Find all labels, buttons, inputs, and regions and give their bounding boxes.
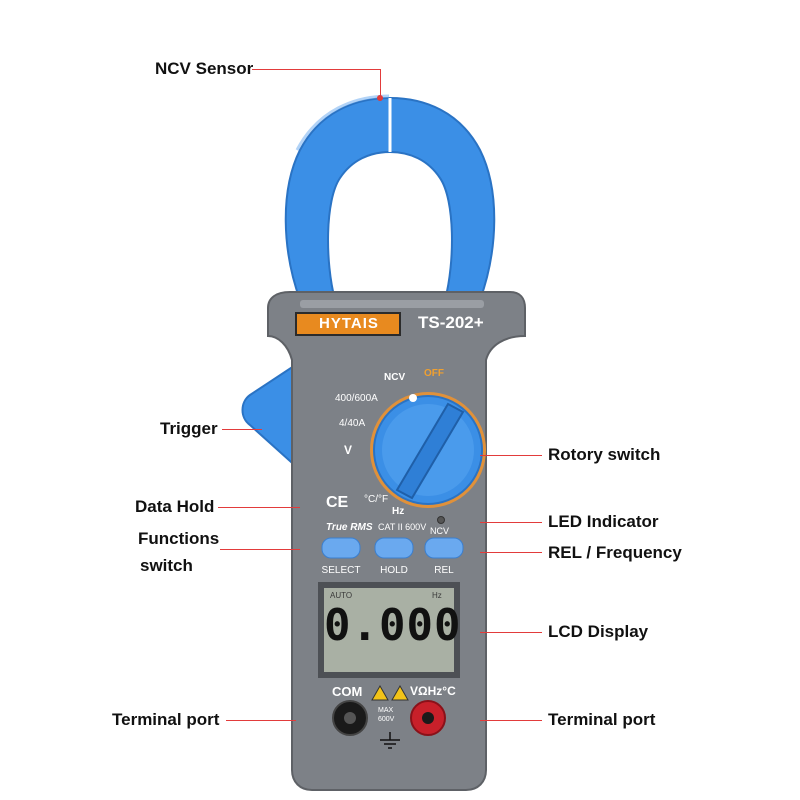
data-hold-label: Data Hold [135, 497, 215, 516]
brand-name: HYTAIS [319, 315, 379, 332]
terminal-port-right-label: Terminal port [548, 710, 656, 729]
com-label: COM [332, 684, 363, 699]
model-name: TS-202+ [418, 313, 484, 332]
rel-button-shape [424, 537, 464, 559]
ncv-led-label: NCV [430, 526, 450, 536]
terminal-port-left-label: Terminal port [112, 710, 220, 729]
trigger-label: Trigger [160, 419, 218, 438]
ce-mark: CE [326, 494, 349, 511]
trigger-lever [241, 360, 301, 473]
warning-triangle-left [371, 684, 389, 701]
warning-triangle-right [391, 684, 409, 701]
lcd-screen [324, 588, 454, 672]
lcd-auto-label: AUTO [330, 591, 353, 600]
ncv-sensor-leader [252, 69, 380, 70]
dial-volt-label: V [344, 443, 353, 457]
input-terminal-label: VΩHz°C [410, 684, 456, 698]
hold-button-shape [374, 537, 414, 559]
max-label-line2: 600V [378, 716, 395, 723]
rel-frequency-leader [480, 552, 542, 553]
rel-button-label: REL [434, 565, 454, 576]
true-rms-label: True RMS [326, 522, 373, 533]
rel-frequency-label: REL / Frequency [548, 543, 682, 562]
dial-ncv-label: NCV [384, 372, 406, 383]
max-label-line1: MAX [378, 707, 394, 714]
dial-knob [395, 402, 465, 500]
dial-hz-label: Hz [392, 506, 405, 517]
select-button-label: SELECT [321, 565, 361, 576]
ncv-sensor-dot [377, 95, 383, 101]
functions-switch-label-line1: Functions [138, 529, 220, 548]
lcd-display-leader [480, 632, 542, 633]
functions-switch-leader [220, 549, 300, 550]
lcd-reading: 0.000 [324, 600, 462, 651]
trigger-leader [222, 429, 262, 430]
brand-plate [295, 312, 401, 336]
rotary-switch-label: Rotory switch [548, 445, 661, 464]
hold-button-label: HOLD [380, 565, 408, 576]
ground-symbol [380, 732, 400, 749]
clamp-jaw [284, 96, 496, 301]
lcd-display-label: LCD Display [548, 622, 649, 641]
hold-button[interactable]: HOLD [371, 560, 417, 578]
terminal-port-left-leader [226, 720, 296, 721]
select-button[interactable]: SELECT [318, 560, 364, 578]
ncv-sensor-leader-vertical [380, 69, 381, 99]
dial-range-40-label: 4/40A [339, 418, 366, 429]
terminal-port-right-leader [480, 720, 542, 721]
functions-switch-label-line2: switch [140, 556, 193, 575]
ncv-led [437, 516, 445, 524]
cat-rating-label: CAT II 600V [378, 522, 427, 532]
data-hold-leader [218, 507, 300, 508]
led-indicator-label: LED Indicator [548, 512, 659, 531]
select-button-shape [321, 537, 361, 559]
lcd-hz-label: Hz [432, 591, 442, 600]
dial-range-600-label: 400/600A [335, 393, 378, 404]
dial-off-label: OFF [424, 368, 444, 379]
led-indicator-leader [480, 522, 542, 523]
rotary-switch-leader [480, 455, 542, 456]
dial-temp-label: °C/°F [364, 494, 389, 505]
rel-button[interactable]: REL [421, 560, 467, 578]
ncv-sensor-label: NCV Sensor [155, 59, 254, 78]
